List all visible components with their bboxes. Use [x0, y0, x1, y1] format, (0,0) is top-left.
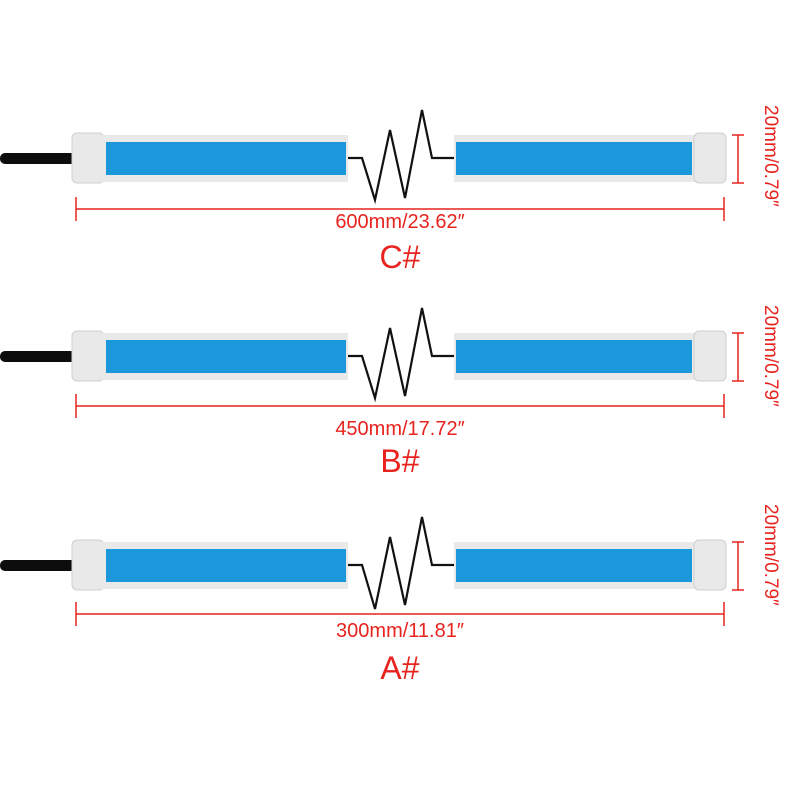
- left-end-cap: [71, 330, 105, 382]
- width-label: 20mm/0.79″: [760, 105, 781, 207]
- power-cable: [0, 560, 76, 571]
- length-break-symbol: [348, 307, 456, 403]
- width-label: 20mm/0.79″: [760, 504, 781, 606]
- led-strip-drawing: [0, 109, 744, 221]
- right-led-segment: [456, 340, 692, 373]
- variant-b: 450mm/17.72″ B# 20mm/0.79″: [0, 301, 800, 521]
- right-led-segment: [456, 549, 692, 582]
- right-end-cap: [693, 539, 727, 591]
- right-end-cap: [693, 330, 727, 382]
- width-label: 20mm/0.79″: [760, 305, 781, 407]
- variant-code: B#: [380, 443, 420, 479]
- length-label: 600mm/23.62″: [300, 211, 500, 233]
- length-break-symbol: [348, 109, 456, 205]
- right-end-cap: [693, 132, 727, 184]
- left-led-segment: [106, 549, 346, 582]
- left-end-cap: [71, 132, 105, 184]
- variant-code: A#: [380, 650, 420, 686]
- power-cable: [0, 351, 76, 362]
- variant-code: C#: [379, 239, 421, 275]
- power-cable: [0, 153, 76, 164]
- left-led-segment: [106, 340, 346, 373]
- left-end-cap: [71, 539, 105, 591]
- length-label: 300mm/11.81″: [300, 620, 500, 642]
- length-label: 450mm/17.72″: [300, 418, 500, 440]
- led-strip-drawing: [0, 307, 744, 418]
- length-break-symbol: [348, 516, 456, 610]
- variant-a: 300mm/11.81″ A# 20mm/0.79″: [0, 496, 800, 716]
- right-led-segment: [456, 142, 692, 175]
- led-strip-drawing: [0, 516, 744, 626]
- variant-c: 600mm/23.62″ C# 20mm/0.79″: [0, 105, 800, 325]
- left-led-segment: [106, 142, 346, 175]
